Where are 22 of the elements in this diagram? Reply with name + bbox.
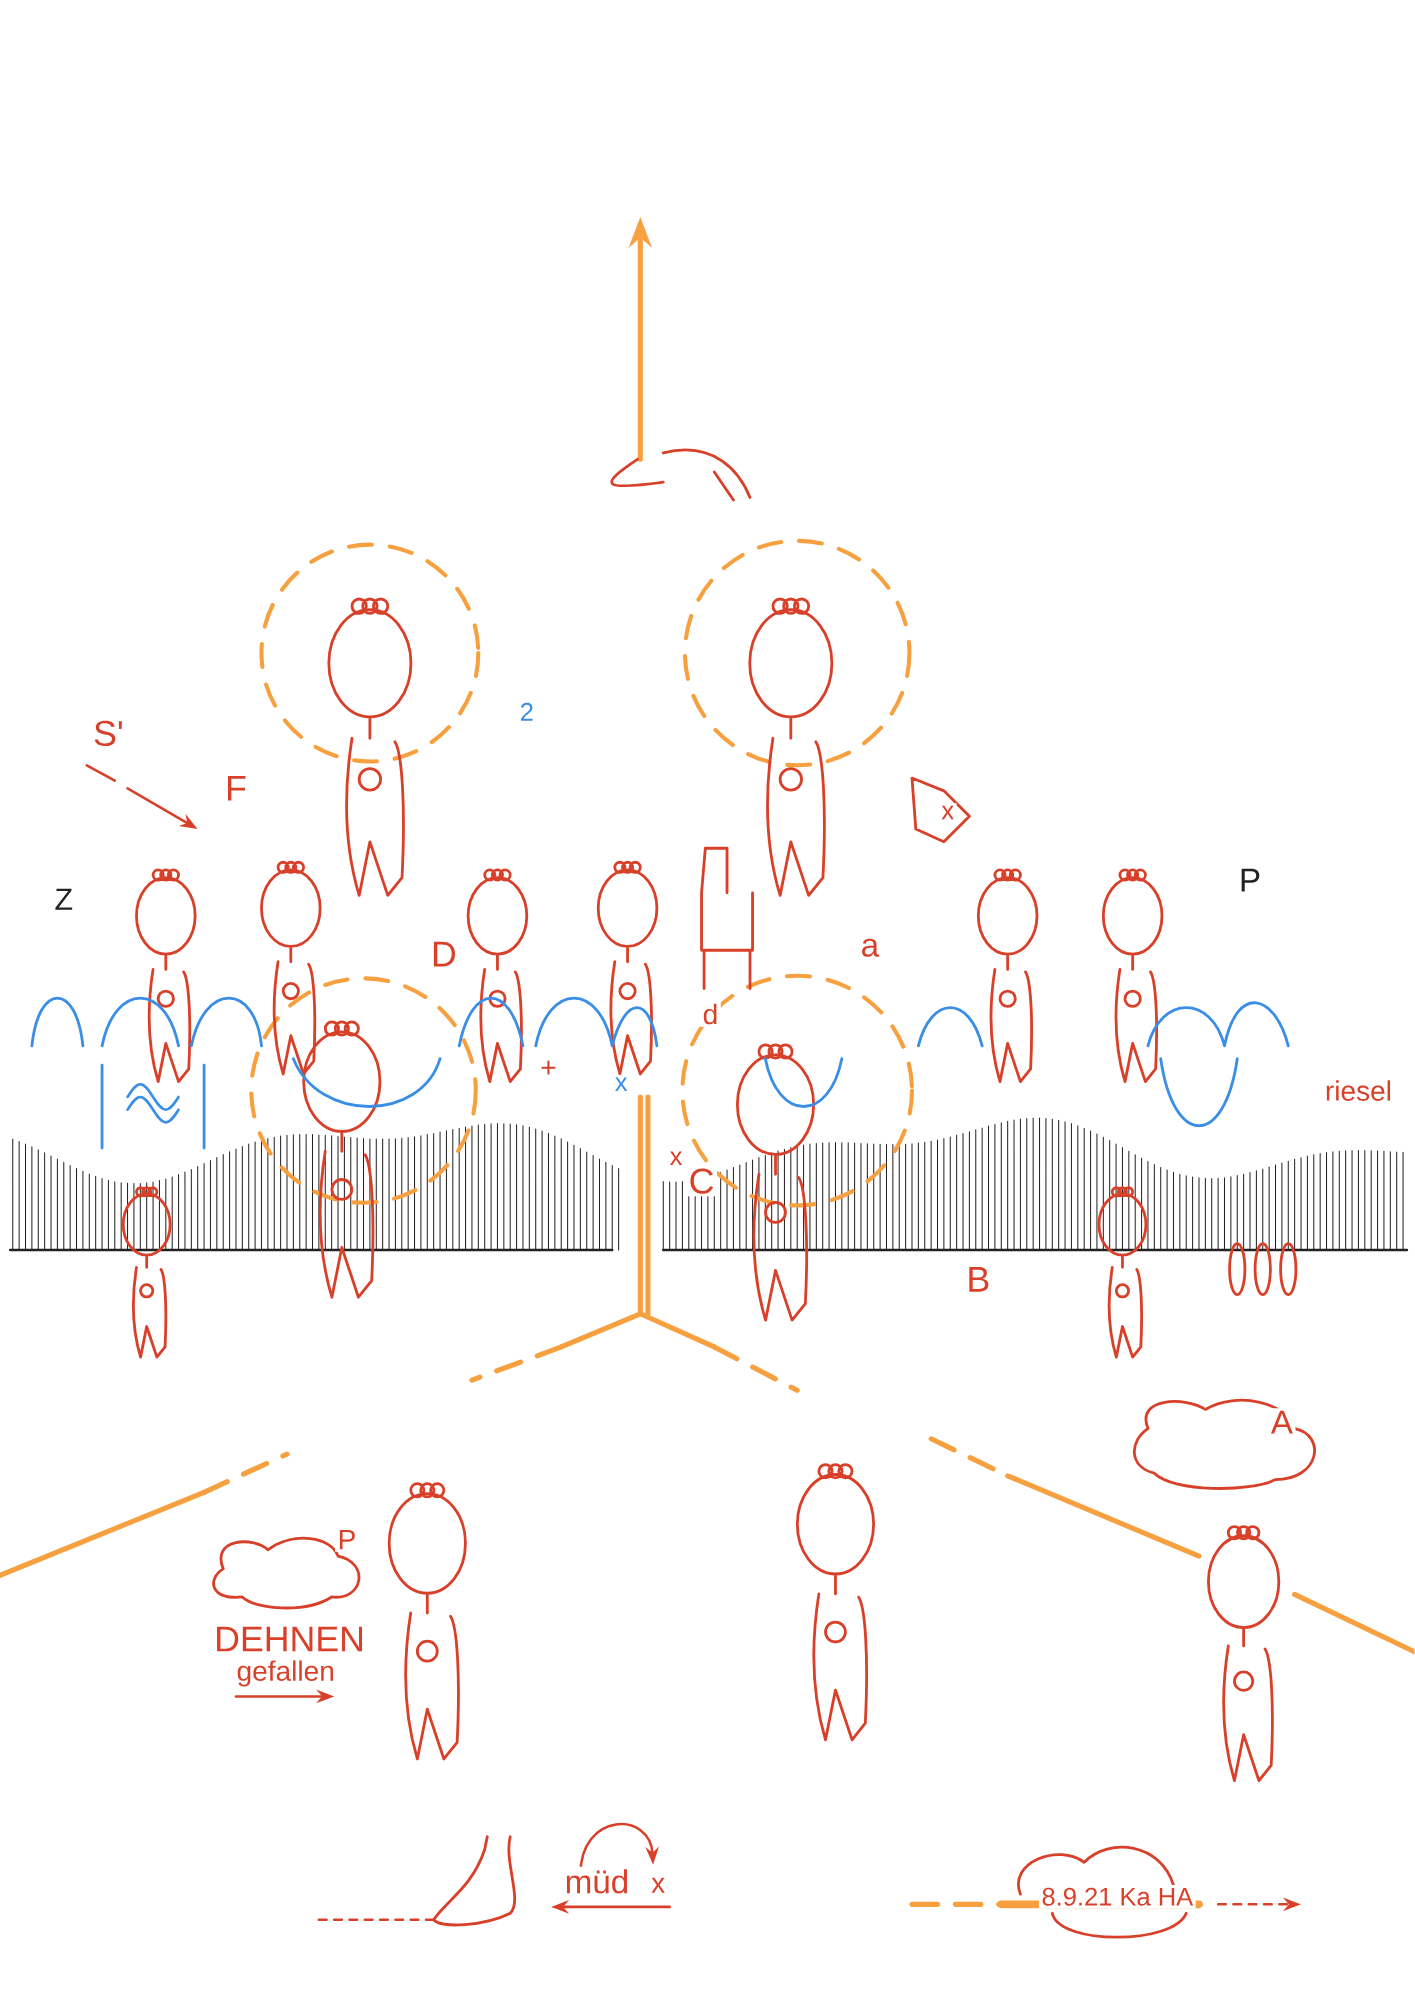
handwritten-label: riesel <box>1322 1077 1395 1104</box>
handwritten-label: x <box>667 1148 686 1168</box>
handwritten-label: F <box>222 773 250 804</box>
handwritten-label: müd <box>562 1866 632 1897</box>
handwritten-label: x <box>939 803 957 822</box>
handwritten-label: DEHNEN <box>211 1624 368 1654</box>
handwritten-label: x <box>648 1875 668 1896</box>
handwritten-label: + <box>537 1058 560 1080</box>
handwritten-label: D <box>428 939 460 969</box>
handwritten-label: d <box>700 1001 722 1027</box>
handwritten-label: x <box>612 1074 631 1094</box>
handwritten-label: B <box>964 1264 993 1295</box>
handwritten-label: S' <box>90 718 127 749</box>
handwritten-label: Z <box>52 886 76 913</box>
handwritten-label: A <box>1268 1408 1296 1437</box>
handwritten-label: P <box>335 1527 360 1552</box>
handwritten-label: 8.9.21 Ka HA <box>1039 1885 1196 1909</box>
handwritten-label: C <box>686 1165 718 1197</box>
handwritten-label: a <box>858 936 882 960</box>
handwritten-label: gefallen <box>234 1657 338 1690</box>
handwritten-label: P <box>1236 866 1264 895</box>
handwritten-label: 2 <box>517 700 537 724</box>
